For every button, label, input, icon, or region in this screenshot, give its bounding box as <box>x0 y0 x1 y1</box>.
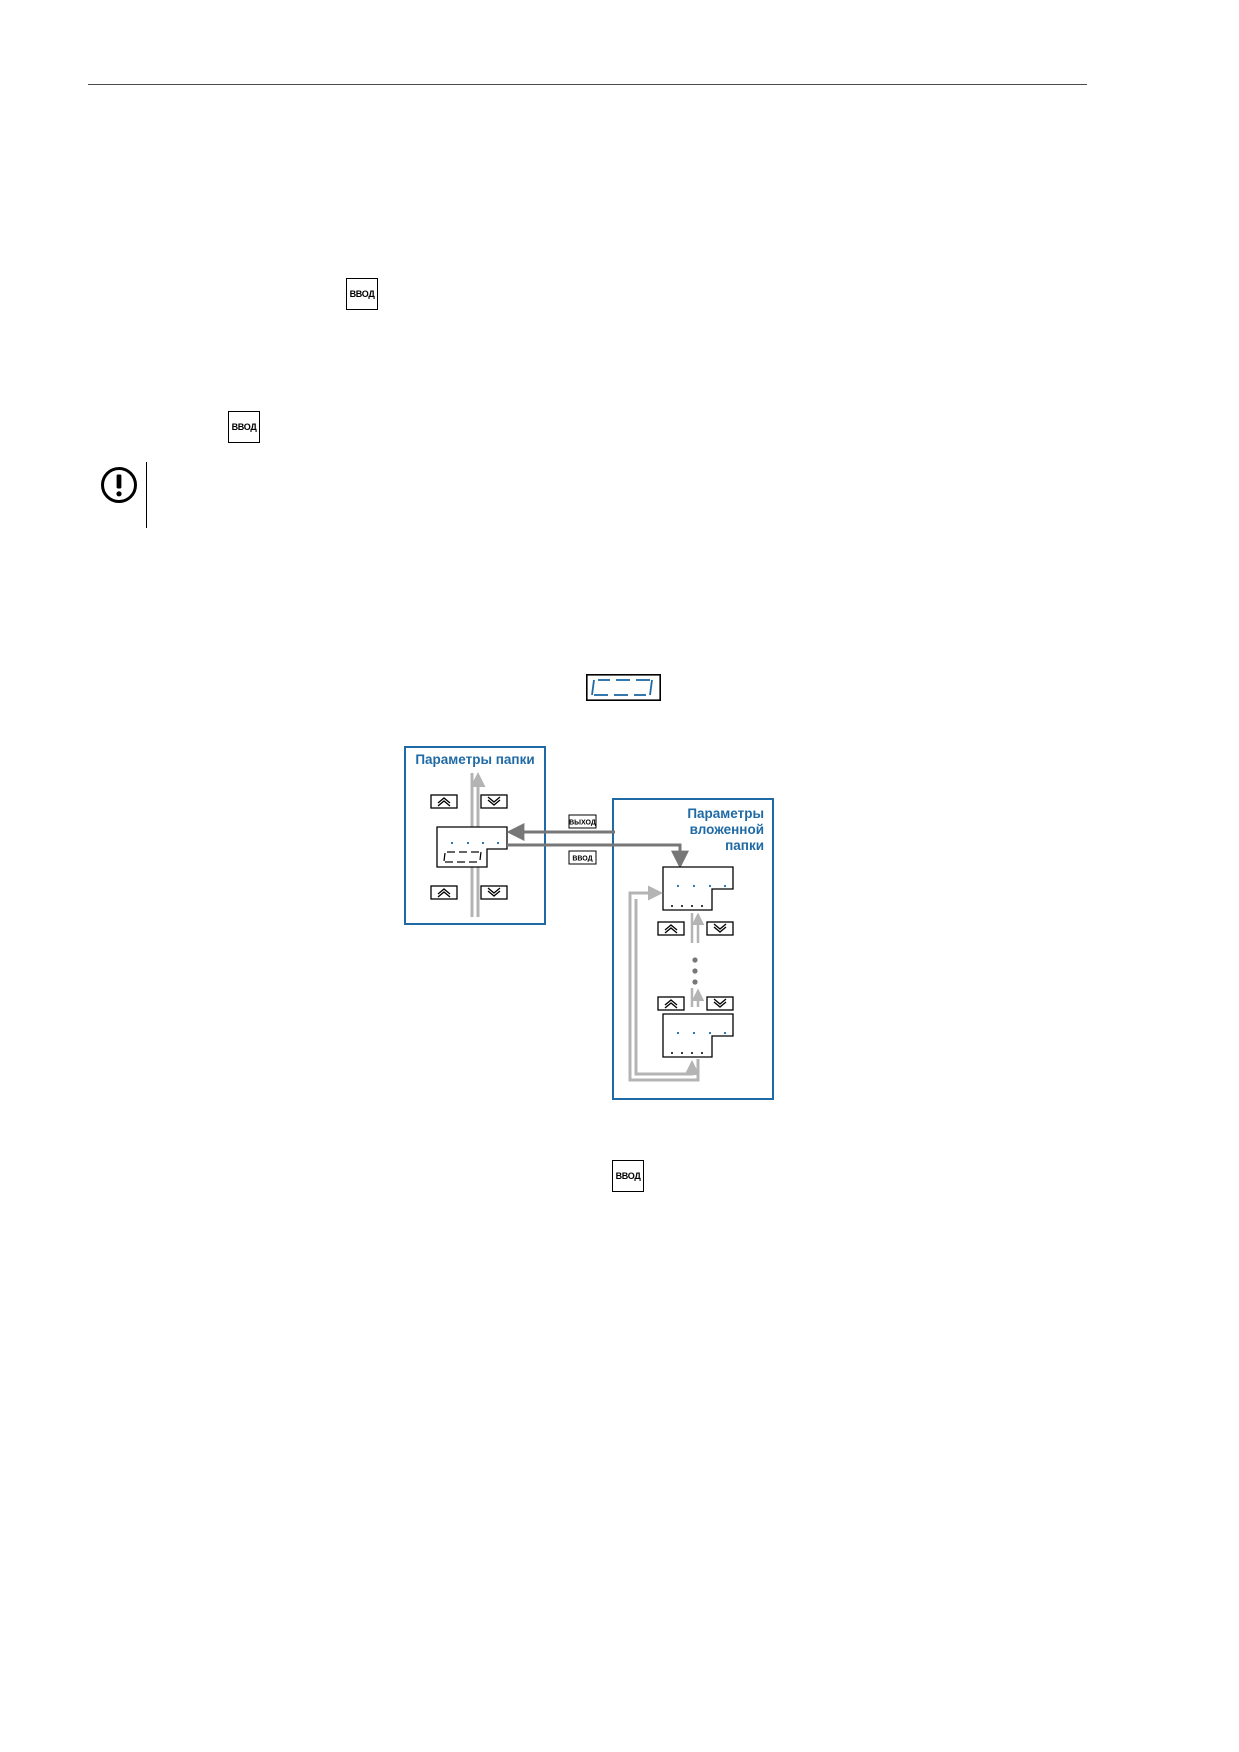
folder-display <box>436 826 508 868</box>
enter-key-label: ВВОД <box>572 856 592 863</box>
enter-key-label: ВВОД <box>231 422 257 432</box>
double-chevron-down-icon <box>480 885 508 900</box>
exclamation-circle-icon <box>101 467 137 503</box>
display-indicator-icon <box>586 674 661 701</box>
double-chevron-down-icon <box>706 921 734 936</box>
double-chevron-up-icon <box>430 794 458 809</box>
nested-display-first <box>662 866 734 911</box>
folder-params-frame <box>404 746 546 925</box>
enter-key-icon: ВВОД <box>346 278 378 310</box>
enter-arrow <box>507 843 689 869</box>
exit-key-label: ВЫХОД <box>569 820 596 827</box>
double-chevron-up-icon <box>657 921 685 936</box>
nested-title-line-1: Параметры <box>687 806 764 821</box>
double-chevron-up-icon <box>430 885 458 900</box>
double-chevron-up-icon <box>657 996 685 1011</box>
enter-key-label: ВВОД <box>615 1171 641 1181</box>
header-rule <box>88 84 1087 85</box>
enter-key-icon: ВВОД <box>612 1160 644 1192</box>
loop-arrow-inner <box>634 899 700 1076</box>
nested-params-frame <box>612 798 774 1100</box>
enter-key-icon: ВВОД <box>228 411 260 443</box>
double-chevron-down-icon <box>480 794 508 809</box>
note-divider <box>146 462 147 528</box>
double-chevron-down-icon <box>706 996 734 1011</box>
enter-key-label: ВВОД <box>349 289 375 299</box>
enter-key-icon: ВВОД <box>568 850 597 865</box>
ellipsis-icon <box>692 957 698 985</box>
menu-navigation-diagram: Параметры папки <box>404 746 774 1100</box>
nested-display-last <box>662 1013 734 1058</box>
exit-key-icon: ВЫХОД <box>568 814 597 829</box>
folder-params-title: Параметры папки <box>415 752 534 767</box>
nested-title-line-3: папки <box>725 838 764 853</box>
nested-title-line-2: вложенной <box>690 822 764 837</box>
